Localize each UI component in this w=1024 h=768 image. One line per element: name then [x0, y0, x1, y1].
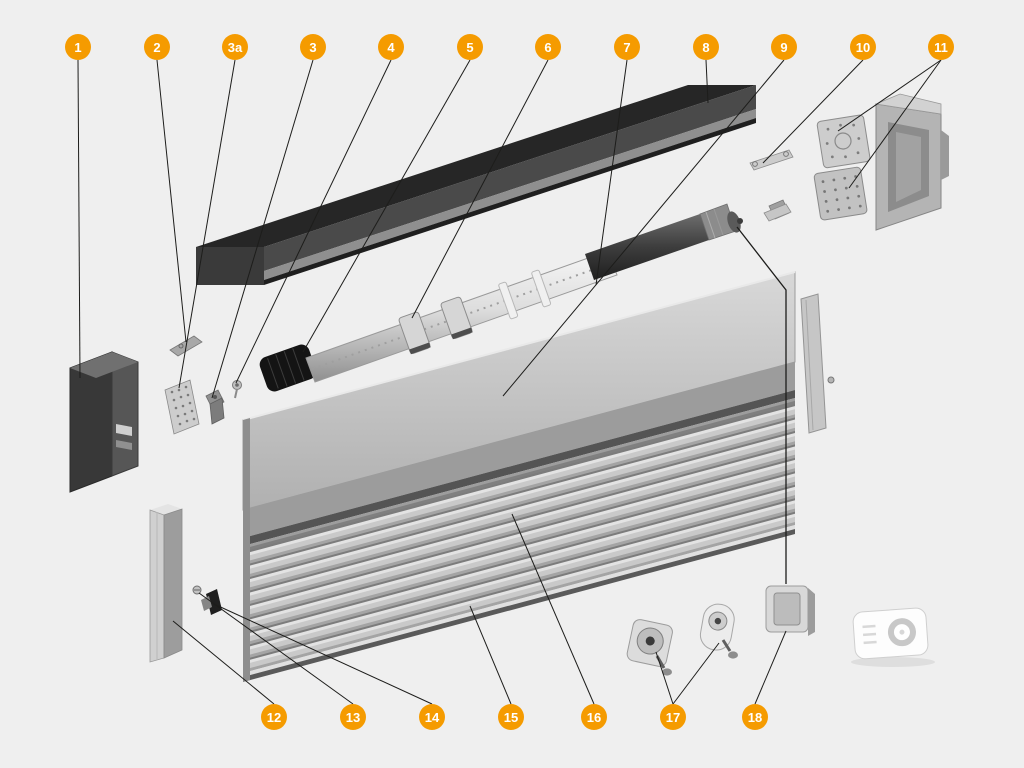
angle-bracket [205, 389, 225, 425]
curtain-slats [243, 398, 795, 673]
callout-badge-5: 5 [457, 34, 483, 60]
lintel-angle-profile [196, 85, 756, 285]
strap-ring-2 [531, 269, 552, 308]
callout-badge-9: 9 [771, 34, 797, 60]
curtain-left-edge [243, 418, 250, 682]
leader-lines [77, 59, 942, 705]
wall-anchor [763, 199, 792, 222]
callout-badge-3: 3 [300, 34, 326, 60]
remote-control [852, 607, 929, 660]
guide-rail-left [149, 504, 183, 663]
bearing-collar-1 [398, 311, 431, 355]
callout-badge-18: 18 [742, 704, 768, 730]
end-cover-box [69, 351, 139, 493]
callout-badge-10: 10 [850, 34, 876, 60]
strap-ring-1 [498, 281, 519, 320]
callout-badge-7: 7 [614, 34, 640, 60]
screw-icon [827, 376, 835, 384]
motor-mounting-bracket [874, 93, 949, 231]
callout-badge-17: 17 [660, 704, 686, 730]
callout-badge-8: 8 [693, 34, 719, 60]
curtain-fold-strip [243, 362, 795, 538]
callout-badge-3a: 3a [222, 34, 248, 60]
perforated-plate-small [164, 379, 200, 435]
guide-rail-right [800, 293, 835, 434]
shutter-curtain [242, 271, 796, 682]
curtain-bottom-bar [243, 525, 795, 677]
callout-badge-2: 2 [144, 34, 170, 60]
tubular-motor [585, 214, 709, 280]
callout-badge-11: 11 [928, 34, 954, 60]
fastener-pin [232, 380, 242, 399]
roller-tube-assembly [259, 203, 743, 392]
key-icon [721, 639, 732, 652]
callout-badge-4: 4 [378, 34, 404, 60]
callout-badge-6: 6 [535, 34, 561, 60]
crown-adapter [259, 344, 317, 392]
fastener-screw [192, 585, 202, 595]
motor-cable [736, 226, 787, 584]
callout-badge-13: 13 [340, 704, 366, 730]
surface-switch-box [765, 585, 815, 636]
callout-badge-15: 15 [498, 704, 524, 730]
key-switch-oval [699, 603, 738, 659]
callout-badge-1: 1 [65, 34, 91, 60]
key-switch-round [626, 619, 673, 676]
bearing-collar-2 [440, 296, 473, 340]
motor-bracket-plate-lower [813, 166, 868, 221]
callout-badge-14: 14 [419, 704, 445, 730]
stopper-clip [201, 589, 222, 615]
callout-badge-12: 12 [261, 704, 287, 730]
strap-bar [749, 149, 794, 171]
callout-badge-16: 16 [581, 704, 607, 730]
motor-bracket-plate-upper [816, 114, 871, 169]
